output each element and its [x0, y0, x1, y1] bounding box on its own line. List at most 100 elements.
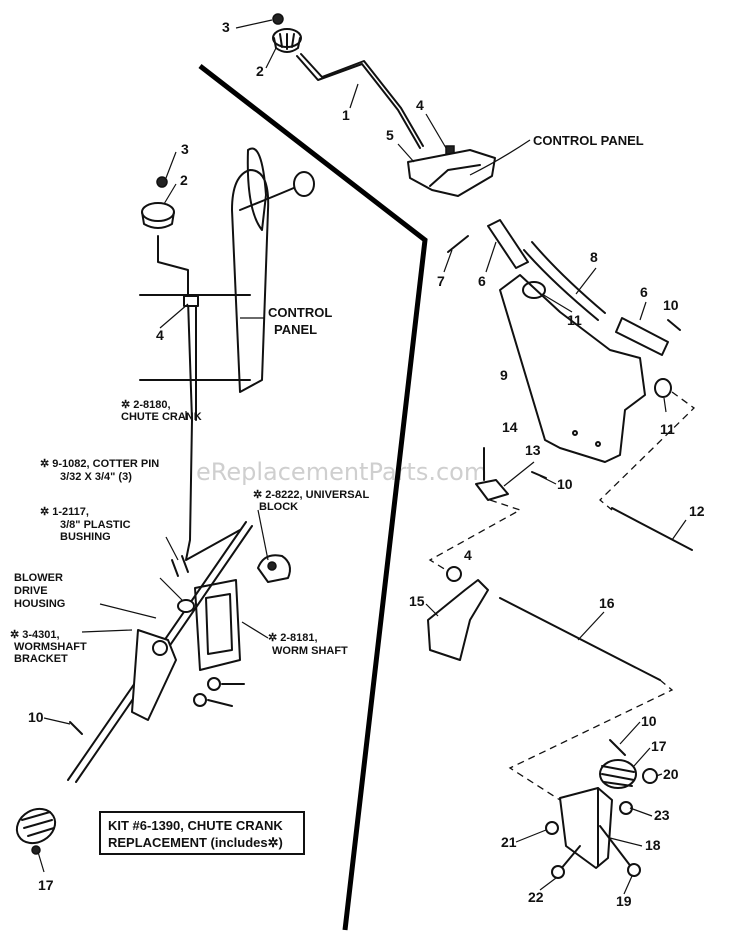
callout-15: 15 — [409, 593, 425, 609]
label-cotter-pin-2: 3/32 X 3/4" (3) — [60, 471, 132, 483]
inset-bolts — [193, 677, 245, 707]
callout-11b: 11 — [660, 421, 675, 437]
part-bracket-9 — [499, 274, 646, 463]
callout-9: 9 — [500, 367, 508, 383]
callout-6a: 6 — [478, 273, 486, 289]
part-bolt-19 — [599, 825, 633, 869]
part-strap-8 — [531, 241, 606, 314]
part-washer-21 — [545, 821, 559, 835]
callout-3: 3 — [222, 19, 230, 35]
callout-11a: 11 — [567, 312, 582, 328]
callout-10c: 10 — [641, 713, 657, 729]
inset-pin-10 — [69, 721, 83, 735]
inset-callout-3: 3 — [181, 141, 189, 157]
label-control-left-2: PANEL — [274, 322, 317, 337]
callouts-left: 3 2 4 10 17 — [28, 141, 189, 893]
callout-17: 17 — [651, 738, 667, 754]
callout-16: 16 — [599, 595, 615, 611]
callout-5: 5 — [386, 127, 394, 143]
part-pin-10c — [609, 739, 626, 756]
part-crank-1 — [296, 55, 421, 149]
inset-worm-gear-17 — [15, 807, 57, 855]
label-blower-2: DRIVE — [14, 585, 48, 597]
kit-line-2: REPLACEMENT (includes✲) — [108, 835, 283, 850]
callout-23: 23 — [654, 807, 670, 823]
part-washer-11b — [654, 378, 672, 398]
inset-knob-2 — [141, 202, 175, 229]
part-worm-gear-17 — [599, 759, 637, 789]
label-wormshaft-1: ✲ 3-4301, — [10, 629, 60, 641]
callout-4: 4 — [416, 97, 424, 113]
part-shaft-12 — [611, 507, 693, 551]
callout-4b: 4 — [464, 547, 472, 563]
kit-line-1: KIT #6-1390, CHUTE CRANK — [108, 818, 283, 833]
label-bushing-3: BUSHING — [60, 531, 111, 543]
divider-line — [198, 64, 428, 931]
inset-nut-3 — [156, 176, 168, 188]
part-bolt-22 — [559, 845, 581, 871]
callout-2: 2 — [256, 63, 264, 79]
exploded-view — [272, 13, 696, 879]
label-control-panel-right: CONTROL PANEL — [533, 133, 644, 148]
text-labels: CONTROL PANEL CONTROL PANEL ✲ 2-8180, CH… — [10, 133, 644, 665]
part-tube-6a — [487, 219, 529, 269]
handle-frame — [231, 169, 270, 393]
inset-callout-17: 17 — [38, 877, 54, 893]
label-chute-crank-2: CHUTE CRANK — [121, 411, 202, 423]
label-blower-3: HOUSING — [14, 598, 65, 610]
inset-callout-10: 10 — [28, 709, 44, 725]
part-nut-3 — [272, 13, 284, 25]
callout-21: 21 — [501, 834, 517, 850]
callouts-right: 3 2 1 4 5 7 6 8 11 6 10 9 11 14 13 10 12… — [222, 19, 705, 909]
part-knob-2 — [272, 28, 302, 53]
watermark: eReplacementParts.com — [196, 458, 487, 486]
inset-view — [15, 147, 315, 855]
label-universal-block-2: BLOCK — [259, 501, 298, 513]
part-control-panel-5 — [407, 149, 496, 197]
callout-22: 22 — [528, 889, 544, 905]
label-worm-shaft-2: WORM SHAFT — [272, 645, 348, 657]
callout-1: 1 — [342, 107, 350, 123]
label-universal-block-1: ✲ 2-8222, UNIVERSAL — [253, 489, 369, 501]
callout-14: 14 — [502, 419, 518, 435]
inset-bushing — [177, 599, 195, 613]
label-cotter-pin-1: ✲ 9-1082, COTTER PIN — [40, 458, 159, 470]
callout-10b: 10 — [557, 476, 573, 492]
part-washer-20 — [642, 768, 658, 784]
callout-10a: 10 — [663, 297, 679, 313]
part-rod-16 — [499, 597, 661, 681]
part-pin-10b — [531, 471, 547, 479]
label-bushing-2: 3/8" PLASTIC — [60, 519, 131, 531]
callout-7: 7 — [437, 273, 445, 289]
callout-6b: 6 — [640, 284, 648, 300]
inset-crank-rod — [157, 235, 241, 561]
label-chute-crank-1: ✲ 2-8180, — [121, 399, 171, 411]
label-blower-1: BLOWER — [14, 572, 63, 584]
callout-12: 12 — [689, 503, 705, 519]
inset-clip-4 — [183, 295, 199, 307]
part-arm-15 — [427, 579, 489, 661]
callout-19: 19 — [616, 893, 632, 909]
callout-18: 18 — [645, 837, 661, 853]
label-bushing-1: ✲ 1-2117, — [40, 506, 89, 518]
inset-blower-housing — [194, 579, 241, 671]
part-tube-6b — [615, 317, 669, 356]
part-pin-10a — [667, 319, 681, 331]
inset-callout-2: 2 — [180, 172, 188, 188]
label-control-left-1: CONTROL — [268, 305, 332, 320]
callout-20: 20 — [663, 766, 679, 782]
callout-leaders — [37, 19, 687, 895]
inset-callout-4: 4 — [156, 327, 164, 343]
callout-8: 8 — [590, 249, 598, 265]
label-wormshaft-3: BRACKET — [14, 653, 68, 665]
part-washer-11a — [522, 281, 546, 299]
part-pin-7 — [447, 235, 469, 253]
label-wormshaft-2: WORMSHAFT — [14, 641, 87, 653]
part-bracket-18 — [559, 787, 613, 869]
callout-13: 13 — [525, 442, 541, 458]
part-washer-23 — [619, 801, 633, 815]
part-nut-4 — [446, 566, 462, 582]
label-worm-shaft-1: ✲ 2-8181, — [268, 632, 318, 644]
part-bracket-13 — [475, 479, 509, 501]
